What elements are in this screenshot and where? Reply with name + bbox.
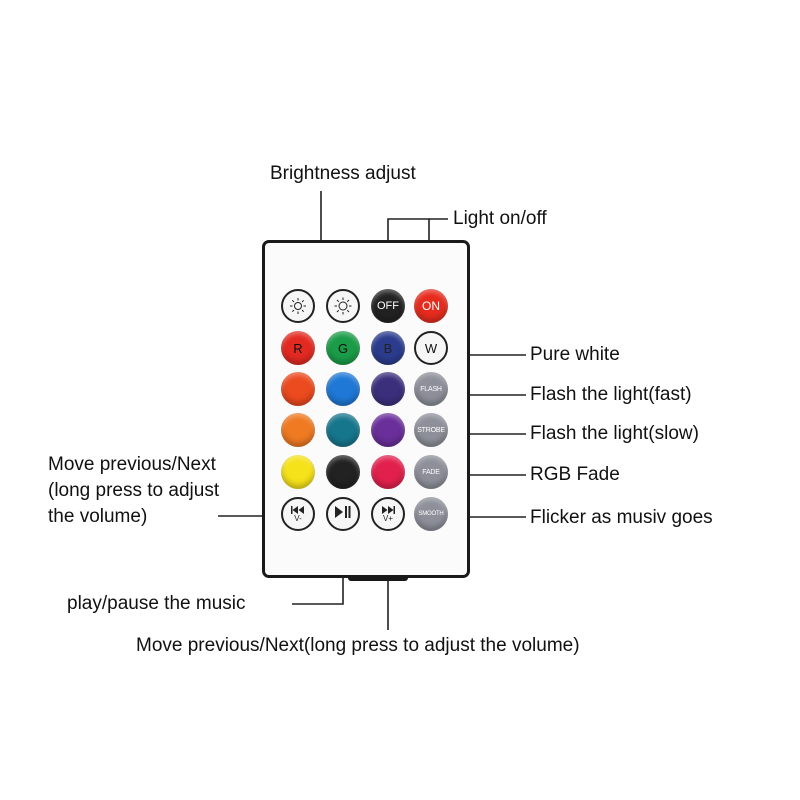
sky-blue-button[interactable] (326, 372, 360, 406)
flicker-label: Flicker as musiv goes (530, 507, 713, 528)
orange-red-button[interactable] (281, 372, 315, 406)
black-button[interactable] (326, 455, 360, 489)
skip-previous-icon (291, 505, 305, 514)
next-button[interactable]: V+ (371, 497, 405, 531)
skip-next-icon (381, 505, 395, 514)
rgb-fade-label: RGB Fade (530, 464, 620, 485)
green-button[interactable]: G (326, 331, 360, 365)
yellow-button[interactable] (281, 455, 315, 489)
brightness-down-button[interactable] (281, 289, 315, 323)
flash-button[interactable]: FLASH (414, 372, 448, 406)
sun-large-icon (334, 297, 352, 315)
brightness-up-button[interactable] (326, 289, 360, 323)
pink-button[interactable] (371, 455, 405, 489)
on-button[interactable]: ON (414, 289, 448, 323)
white-button[interactable]: W (414, 331, 448, 365)
teal-button[interactable] (326, 413, 360, 447)
red-button[interactable]: R (281, 331, 315, 365)
smooth-button[interactable]: SMOOTH (414, 497, 448, 531)
volume-up-label: V+ (382, 514, 393, 523)
play-pause-button[interactable] (326, 497, 360, 531)
sun-small-icon (289, 297, 307, 315)
brightness-adjust-label: Brightness adjust (270, 163, 416, 184)
orange-button[interactable] (281, 413, 315, 447)
remote-battery-notch (348, 576, 408, 581)
off-button[interactable]: OFF (371, 289, 405, 323)
indigo-button[interactable] (371, 372, 405, 406)
purple-button[interactable] (371, 413, 405, 447)
move-prev-next-left-label: Move previous/Next (long press to adjust… (48, 454, 220, 527)
volume-down-label: V- (294, 514, 302, 523)
flash-fast-label: Flash the light(fast) (530, 384, 692, 405)
light-onoff-label: Light on/off (453, 208, 547, 229)
strobe-button[interactable]: STROBE (414, 413, 448, 447)
play-pause-label: play/pause the music (67, 593, 246, 614)
pure-white-label: Pure white (530, 344, 620, 365)
flash-slow-label: Flash the light(slow) (530, 423, 699, 444)
previous-button[interactable]: V- (281, 497, 315, 531)
move-prev-next-bottom-label: Move previous/Next(long press to adjust … (136, 635, 580, 656)
fade-button[interactable]: FADE (414, 455, 448, 489)
play-pause-icon (335, 505, 351, 523)
blue-button[interactable]: B (371, 331, 405, 365)
